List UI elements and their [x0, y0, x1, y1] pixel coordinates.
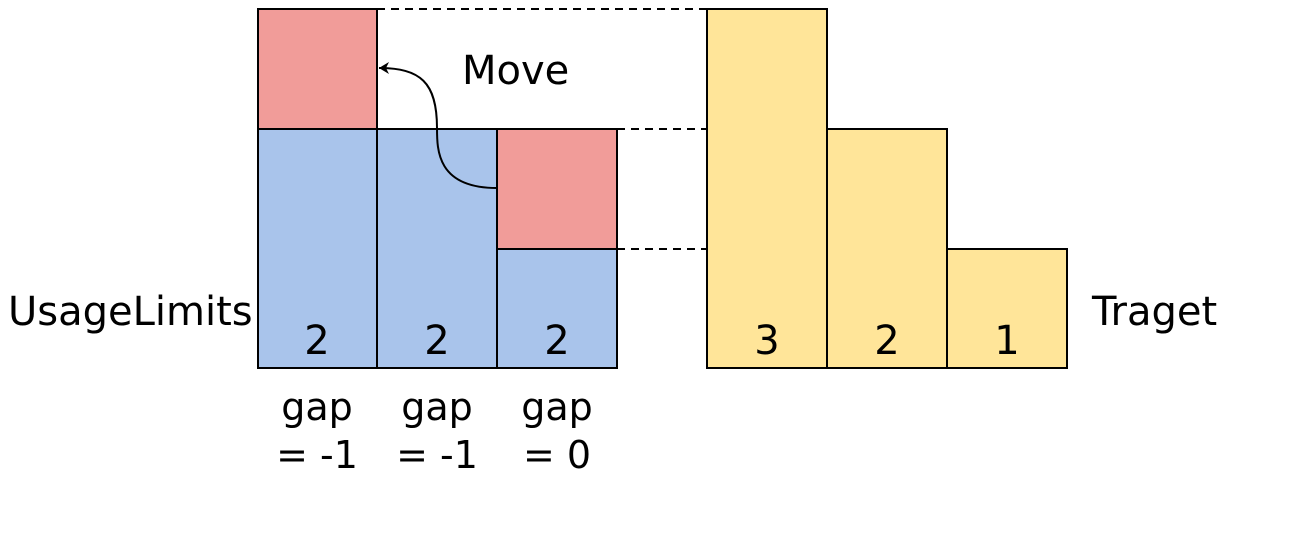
usage-column-3-value: 2: [544, 318, 569, 364]
moved-block: [257, 8, 378, 130]
usage-column-3-gap-word: gap: [521, 385, 593, 429]
usage-column-1-gap-word: gap: [281, 385, 353, 429]
move-arrow: [378, 62, 498, 189]
usage-column-2: [376, 128, 498, 369]
target-label: Traget: [1091, 289, 1217, 335]
usage-column-1: [257, 128, 378, 369]
target-column-3-value: 1: [994, 318, 1019, 364]
target-column-1-value: 3: [754, 318, 779, 364]
usage-column-2-value: 2: [424, 318, 449, 364]
usage-column-3-excess-block: [496, 128, 618, 250]
usage-column-2-gap-word: gap: [401, 385, 473, 429]
move-label: Move: [462, 48, 569, 94]
target-column-2-value: 2: [874, 318, 899, 364]
usage-column-1-value: 2: [304, 318, 329, 364]
usage-limits-label: UsageLimits: [8, 289, 253, 335]
usage-column-3: [496, 248, 618, 369]
target-column-1: [706, 8, 828, 369]
usage-column-3-gap-value: = 0: [523, 433, 591, 477]
usage-column-2-gap-value: = -1: [396, 433, 478, 477]
target-column-3: [946, 248, 1068, 369]
usage-column-1-gap-value: = -1: [276, 433, 358, 477]
